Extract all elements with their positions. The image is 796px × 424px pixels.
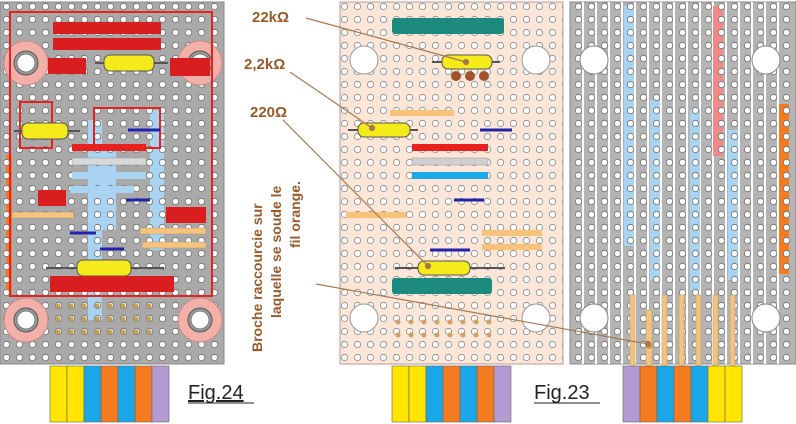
mounting-hole-tl	[3, 40, 49, 86]
mounting-hole-br	[177, 297, 223, 343]
resistor-top-fig24	[103, 54, 155, 72]
board-fig24	[0, 1, 225, 365]
mounting-hole-bl	[3, 297, 49, 343]
label-2k2: 2,2kΩ	[244, 56, 285, 73]
note-rotated: Broche raccourcie sur laquelle se soude …	[249, 181, 303, 352]
pin-field-fig24	[55, 303, 152, 335]
fig24-caption: Fig.24	[188, 382, 244, 404]
teal-header-bottom	[392, 278, 492, 294]
board-fig23	[339, 1, 564, 365]
red-header-bottom-fig24	[50, 276, 174, 292]
note-line-3: fil orange.	[287, 181, 303, 248]
resistor-mid-fig24	[21, 122, 69, 140]
ribbon-track-side	[622, 365, 743, 423]
note-line-2: laquelle se soude le	[268, 186, 284, 318]
red-outline-fig24	[9, 11, 213, 297]
label-220: 220Ω	[250, 104, 287, 121]
resistor-220	[417, 260, 471, 276]
note-line-1: Broche raccourcie sur	[249, 203, 265, 352]
resistor-2k2	[357, 122, 411, 138]
fig23-caption: Fig.23	[534, 382, 590, 404]
ribbon-fig24	[49, 365, 170, 423]
resistor-bottom-fig24	[76, 259, 132, 277]
red-header-top-fig24	[48, 22, 161, 74]
ribbon-fig23-left	[391, 365, 512, 423]
label-22k: 22kΩ	[252, 9, 289, 26]
board-track-side	[569, 1, 796, 368]
leader-lines	[282, 17, 652, 348]
teal-header-top	[392, 18, 504, 34]
pin-field-fig23	[395, 319, 492, 338]
